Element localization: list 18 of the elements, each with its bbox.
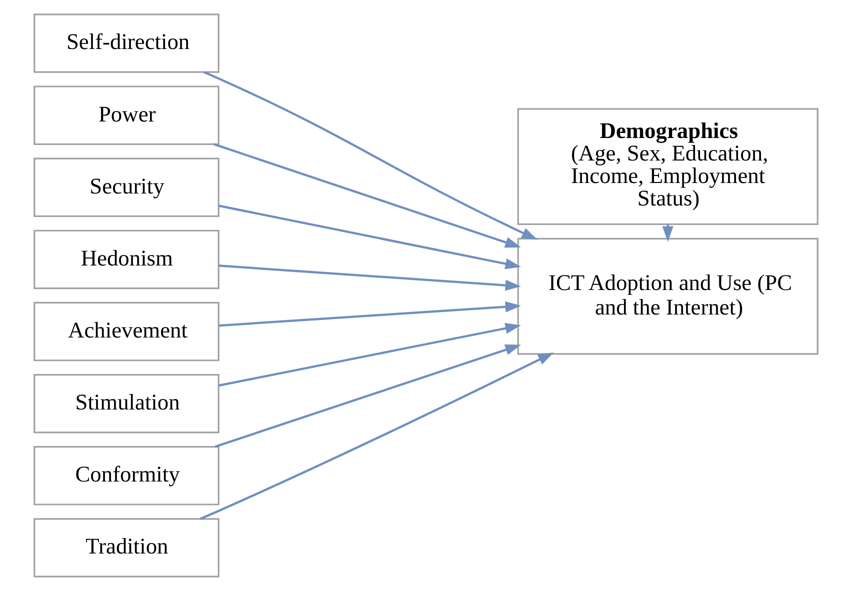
arrow [218,322,521,387]
node-box: Demographics (Age, Sex, Education, Income, Employment Status) [516,108,818,226]
node-box: Achievement [33,302,219,362]
node-box: Hedonism [33,230,219,290]
arrow [218,204,521,270]
node-box: Security [33,158,219,218]
node-box: Self-direction [33,14,219,73]
arrow [199,352,554,520]
node-box: Stimulation [33,374,219,434]
node-box: Power [33,86,219,145]
arrow [218,264,521,291]
arrow [202,71,537,240]
node-box: Conformity [33,446,219,506]
node-box: Tradition [33,518,219,578]
arrow [214,344,521,448]
arrow [218,301,521,327]
node-box: ICT Adoption and Use (PC and the Internet) [516,238,818,355]
arrow [213,143,520,248]
